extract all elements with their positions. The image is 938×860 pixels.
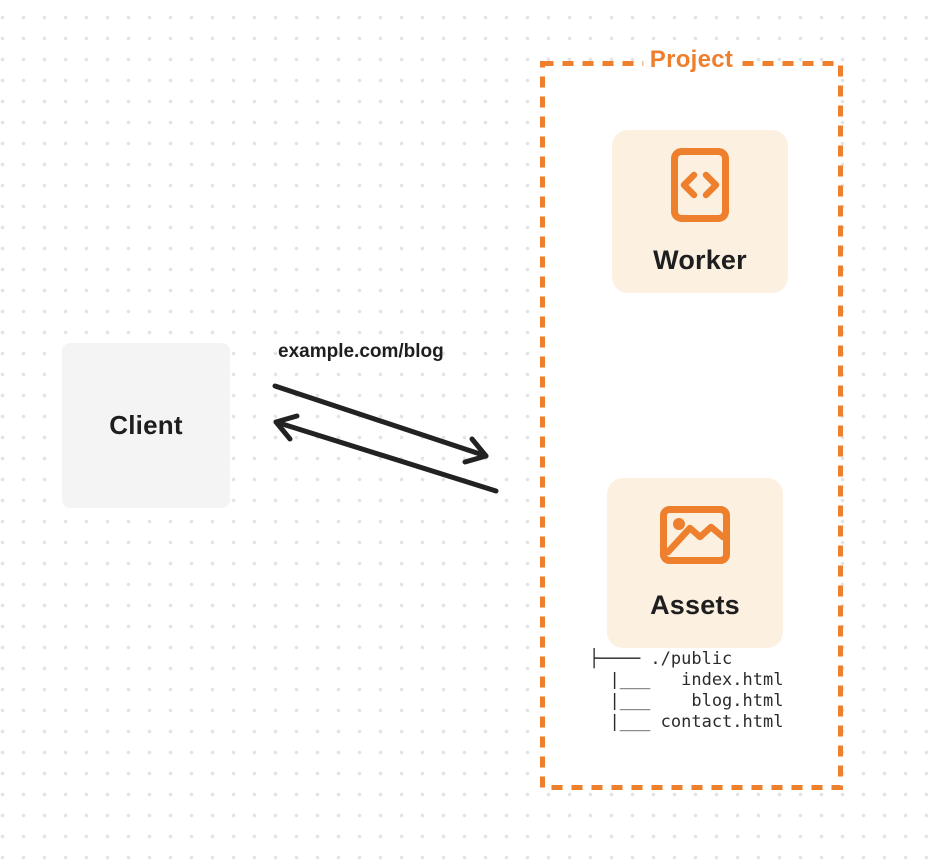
client-node: Client — [62, 343, 230, 508]
assets-file-tree: ├──── ./public |___ index.html |___ blog… — [589, 649, 784, 732]
code-file-icon — [671, 147, 729, 222]
assets-label: Assets — [650, 589, 740, 620]
request-arrow — [272, 383, 489, 465]
image-icon — [660, 505, 730, 564]
assets-node: Assets — [607, 478, 783, 648]
request-url-label: example.com/blog — [278, 341, 444, 362]
worker-label: Worker — [653, 244, 747, 275]
worker-node: Worker — [612, 130, 788, 293]
project-title: Project — [642, 46, 741, 74]
response-arrow — [273, 413, 499, 494]
project-container: Project Worker Assets ├──── ./public |__… — [540, 46, 843, 790]
client-label: Client — [109, 410, 183, 440]
